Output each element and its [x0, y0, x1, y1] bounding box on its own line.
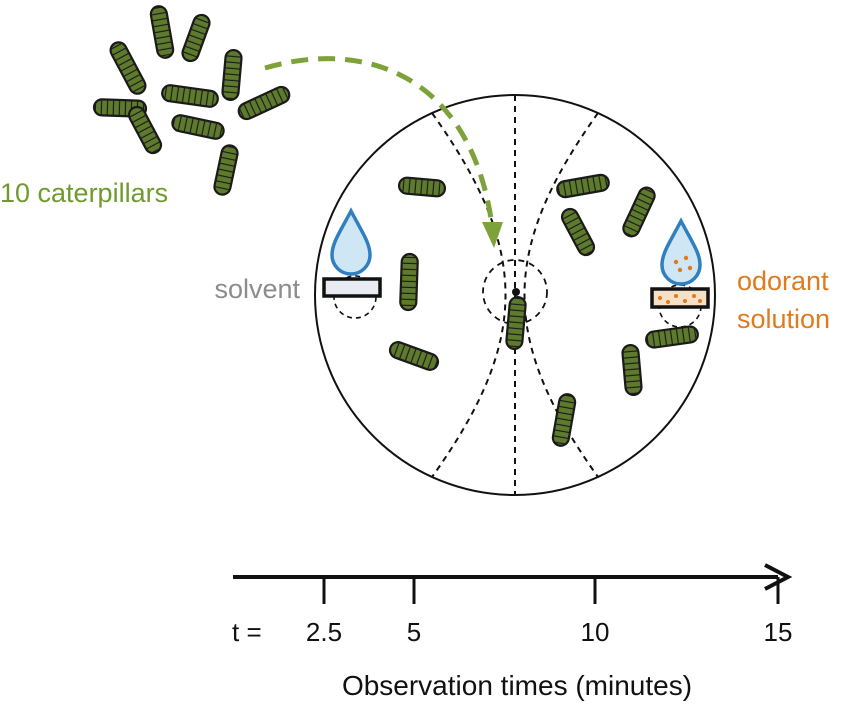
release-point [512, 288, 520, 296]
caterpillar-icon [556, 173, 610, 199]
caterpillar-cluster [92, 5, 291, 196]
caterpillar-icon [505, 295, 527, 351]
timeline: t = 2.5 5 10 15 Observation times (minut… [232, 563, 793, 701]
arena-caterpillars [388, 173, 699, 447]
solvent-stimulus [322, 207, 382, 319]
release-zone [482, 259, 548, 325]
tick-label-10: 10 [581, 617, 610, 647]
caterpillar-icon [622, 186, 656, 238]
caterpillar-icon [127, 105, 163, 155]
caterpillar-icon [237, 85, 291, 121]
solution-label: solution [737, 304, 830, 334]
caterpillar-icon [397, 176, 447, 198]
timeline-axis-label: Observation times (minutes) [342, 670, 692, 701]
caterpillar-icon [161, 84, 219, 108]
odorant-stimulus [650, 217, 710, 328]
caterpillars-label: 10 caterpillars [0, 178, 168, 208]
caterpillar-icon [213, 144, 239, 196]
tick-label-2-5: 2.5 [306, 617, 342, 647]
arrowhead-icon [764, 563, 793, 591]
solvent-label: solvent [214, 274, 300, 304]
caterpillar-icon [181, 13, 211, 63]
caterpillar-icon [645, 325, 699, 349]
caterpillar-icon [221, 48, 243, 102]
transfer-arrow [264, 56, 503, 248]
droplet-icon [660, 217, 702, 286]
caterpillar-icon [109, 41, 147, 95]
tick-label-5: 5 [407, 617, 421, 647]
tick-label-15: 15 [764, 617, 793, 647]
caterpillar-icon [149, 5, 175, 59]
time-prefix: t = [232, 617, 262, 647]
caterpillar-icon [621, 343, 643, 397]
caterpillar-icon [560, 207, 596, 257]
caterpillar-icon [551, 393, 577, 447]
filter-paper-icon [650, 287, 710, 309]
caterpillar-icon [171, 114, 225, 140]
filter-paper-icon [322, 277, 382, 298]
caterpillar-icon [399, 252, 419, 312]
droplet-icon [330, 207, 372, 276]
odorant-label: odorant [737, 266, 829, 296]
left-zone-boundary [431, 112, 507, 478]
caterpillar-icon [388, 341, 440, 371]
